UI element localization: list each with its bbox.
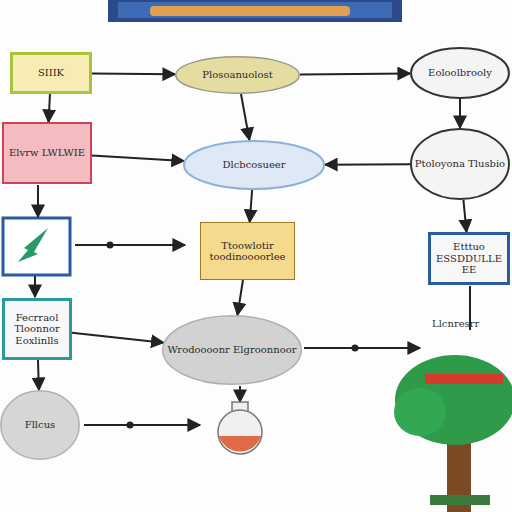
banner-illustration [108, 0, 402, 22]
flow-arrow [463, 200, 466, 232]
node-text: Plosoanuolost [202, 69, 272, 81]
process-box: Fecrraol Tloonnor Eoxlinlls [2, 298, 72, 360]
note-label: Llcnresrr [432, 318, 479, 329]
flow-arrow [325, 163, 410, 165]
tree-canopy [395, 355, 512, 445]
check-mark [18, 228, 48, 262]
process-ellipse: Wrodoooonr Elgroonnoor [162, 315, 302, 385]
wire [239, 386, 241, 402]
node-text: Fecrraol Tloonnor Eoxlinlls [8, 312, 66, 347]
node-text: Elvrw LWLWIE [9, 147, 85, 159]
process-ellipse: Dlcbcosueer [183, 140, 325, 190]
check-box [3, 218, 70, 275]
node-text: Ptoloyona Tlusbio [415, 158, 505, 170]
process-box: SIIIK [10, 52, 92, 94]
wire [37, 185, 39, 217]
process-ellipse: Ptoloyona Tlusbio [410, 128, 510, 200]
node-text: Fllcus [25, 419, 56, 431]
ellipse-shape [1, 391, 80, 460]
node-text: SIIIK [38, 67, 64, 79]
wire [304, 347, 420, 349]
flow-arrow [92, 72, 175, 75]
banner-panel [118, 2, 392, 18]
tree-illustration [394, 355, 512, 512]
wire [75, 244, 185, 246]
wire-dot [127, 422, 134, 429]
ellipse-shape [411, 48, 509, 98]
flow-arrow [459, 99, 461, 128]
flow-arrow [37, 360, 40, 390]
ellipse-shape [411, 129, 509, 199]
tree-canopy [394, 388, 446, 436]
flask-illustration [218, 402, 262, 454]
check-frame [3, 218, 70, 275]
flow-arrow [92, 156, 184, 161]
tree-band [425, 374, 503, 384]
node-text: Dlcbcosueer [222, 159, 285, 171]
wire-dot [107, 242, 114, 249]
process-box: Ttoowlotir toodinoooorlee [200, 222, 295, 280]
flow-arrow [72, 333, 164, 343]
banner-shape [150, 6, 350, 16]
process-ellipse: Eoloolbrooly [410, 47, 510, 99]
node-text: Wrodoooonr Elgroonnoor [168, 344, 297, 356]
flask-liquid [219, 436, 261, 451]
flow-arrow [300, 72, 410, 75]
wire-dot [352, 345, 359, 352]
process-box: Etttuo ESSDDULLEEE [428, 232, 510, 285]
flow-arrow [241, 94, 249, 140]
flow-arrow [49, 94, 50, 122]
flow-arrow [237, 280, 242, 315]
ellipse-shape [184, 141, 324, 189]
process-box: Elvrw LWLWIE [2, 122, 92, 184]
ellipse-shape [176, 57, 300, 94]
node-text: Ttoowlotir toodinoooorlee [204, 240, 291, 263]
wire [34, 276, 36, 297]
tree-ground [430, 495, 490, 505]
node-text: Eoloolbrooly [428, 67, 492, 79]
ellipse-shape [163, 316, 302, 385]
flask-bulb [218, 410, 262, 454]
flow-arrow [250, 190, 252, 222]
process-ellipse: Plosoanuolost [175, 56, 300, 94]
node-text: Etttuo ESSDDULLEEE [434, 241, 504, 276]
process-ellipse: Fllcus [0, 390, 80, 460]
wire [84, 424, 200, 426]
banner-frame [108, 0, 402, 22]
